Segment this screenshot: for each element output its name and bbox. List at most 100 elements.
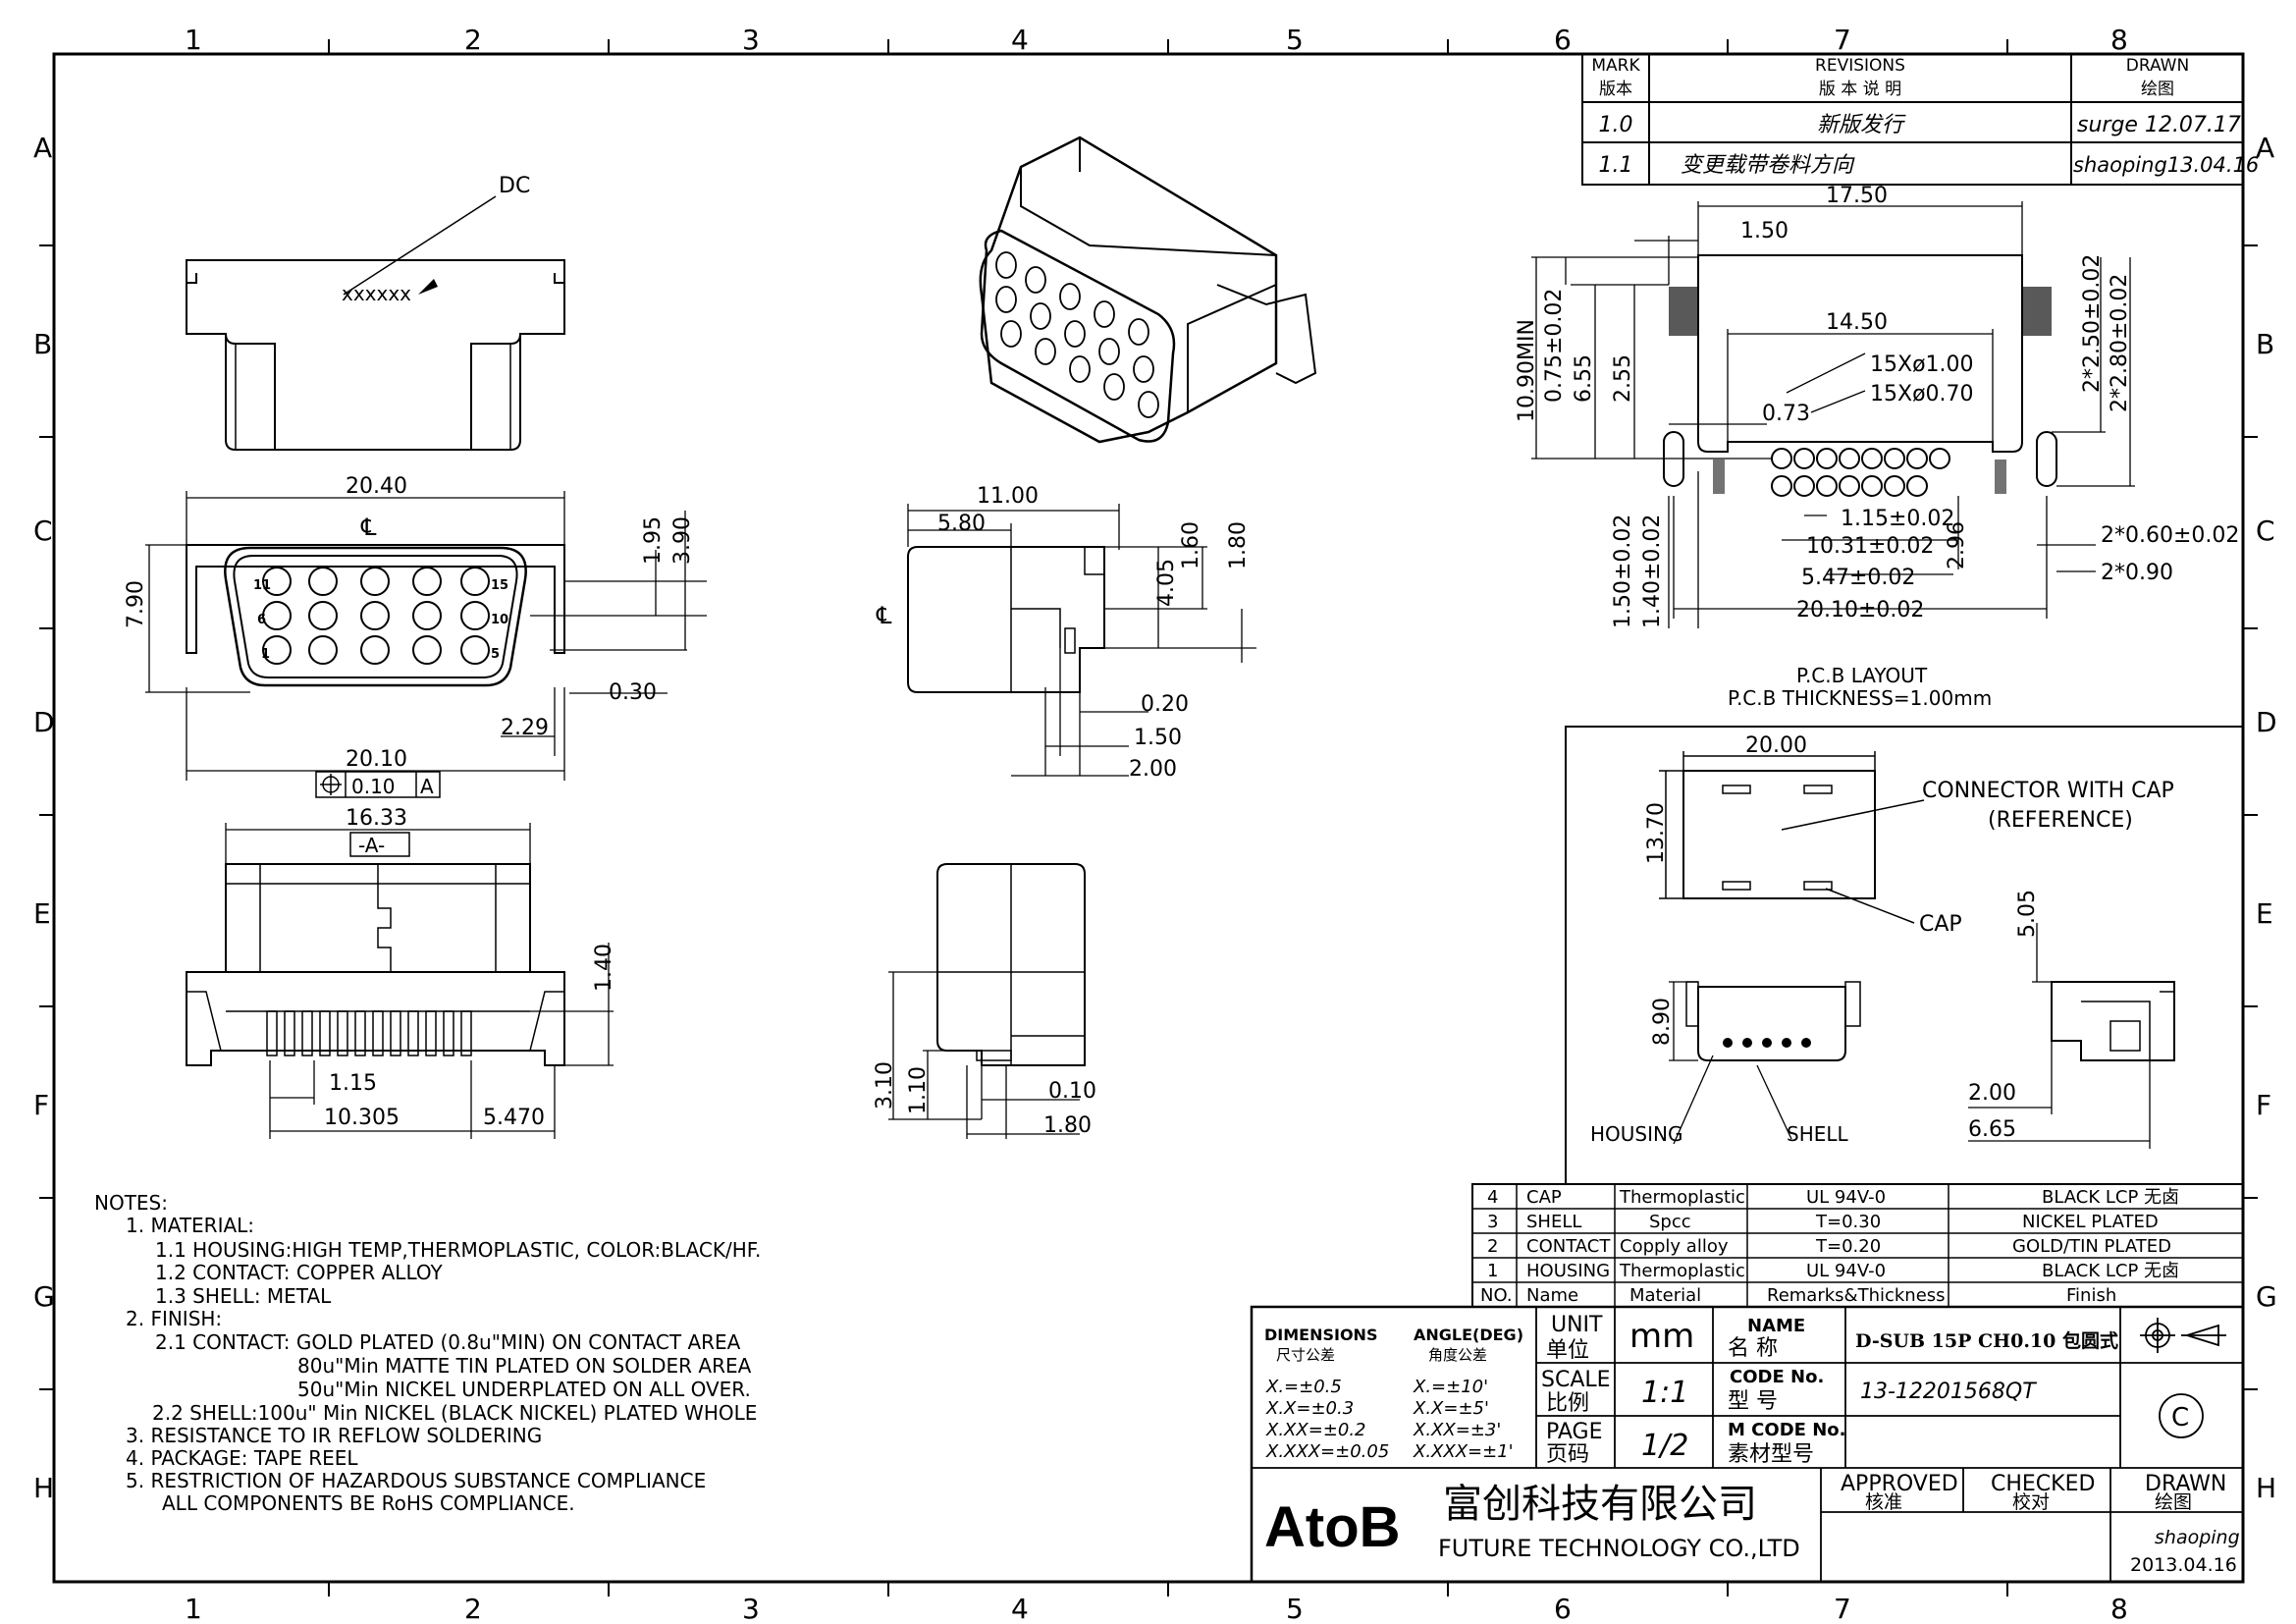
tb-mcode-cn: 素材型号: [1728, 1442, 1814, 1467]
tb-drawn-cn: 绘图: [2155, 1491, 2192, 1513]
dim-end-310: 3.10: [873, 1061, 897, 1110]
bom-no: 2: [1487, 1236, 1498, 1257]
bom-name: SHELL: [1526, 1212, 1581, 1232]
row-label: D: [33, 706, 55, 738]
dim-side-405: 4.05: [1154, 559, 1179, 607]
company-logo: AtoB: [1264, 1495, 1401, 1559]
pin-15-label: 15: [491, 578, 508, 593]
col-label: 8: [2110, 24, 2128, 56]
col-label: 7: [1834, 1593, 1851, 1624]
rev-header-mark-cn: 版本: [1599, 80, 1632, 99]
rev-row-drawn: surge 12.07.17: [2077, 113, 2241, 137]
row-label: H: [33, 1472, 54, 1504]
pin-5-label: 5: [491, 647, 500, 662]
pin-11-label: 11: [253, 578, 271, 593]
rev-header-mark: MARK: [1591, 56, 1640, 76]
date-code-mark: xxxxxx: [342, 282, 411, 305]
tb-tol: X.XX=±0.2: [1265, 1420, 1366, 1440]
row-label: G: [2256, 1280, 2277, 1313]
copyright-icon: C: [2159, 1393, 2204, 1438]
dim-end-110: 1.10: [906, 1066, 931, 1114]
col-label: 3: [742, 1593, 760, 1624]
row-label: D: [2256, 706, 2277, 738]
note-line: 50u"Min NICKEL UNDERPLATED ON ALL OVER.: [297, 1378, 751, 1401]
tb-name: NAME: [1747, 1316, 1805, 1336]
projection-symbol-icon: [2140, 1318, 2226, 1353]
pin-10-label: 10: [491, 613, 508, 627]
rev-header-revisions: REVISIONS: [1815, 56, 1905, 76]
tb-name-value: D-SUB 15P CH0.10 包圆式: [1855, 1329, 2118, 1352]
pcb-layout: 17.50 1.50 14.50 15Xø1.00 15Xø0.70 0.73 …: [1515, 184, 2239, 710]
dim-bottom-140: 1.40: [592, 944, 616, 992]
row-label: E: [33, 897, 51, 930]
tb-ang: X.X=±5': [1413, 1398, 1489, 1419]
tb-approved-cn: 核准: [1865, 1491, 1902, 1513]
connector-with-cap-label: CONNECTOR WITH CAP: [1922, 779, 2174, 803]
svg-text:C: C: [2171, 1403, 2189, 1433]
pin-holes: [262, 567, 490, 665]
dim-front-height: 7.90: [124, 580, 148, 628]
col-label: 6: [1554, 1593, 1572, 1624]
tb-unit: UNIT: [1551, 1313, 1603, 1337]
dim-pcb-090: 2*0.90: [2101, 561, 2173, 585]
bom-table: 4 CAP Thermoplastic UL 94V-0 BLACK LCP 无…: [1471, 1183, 2244, 1308]
dim-pcb-1031: 10.31±0.02: [1806, 534, 1934, 559]
tb-drawn-by: shaoping: [2155, 1527, 2240, 1548]
dim-front-195: 1.95: [641, 516, 666, 565]
bom-no: 1: [1487, 1261, 1498, 1281]
tolerance-value: 0.10: [351, 775, 396, 798]
tb-page-value: 1/2: [1641, 1429, 1688, 1463]
note-line: 3. RESISTANCE TO IR REFLOW SOLDERING: [126, 1424, 542, 1447]
tb-checked: CHECKED: [1991, 1472, 2095, 1496]
tb-name-cn: 名 称: [1728, 1336, 1778, 1361]
row-label: E: [2256, 897, 2273, 930]
dim-pcb-280: 2*2.80±0.02: [2108, 274, 2132, 412]
title-block: DIMENSIONS 尺寸公差 ANGLE(DEG) 角度公差 X.=±0.5 …: [1250, 1305, 2245, 1584]
dim-pcb-holes-100: 15Xø1.00: [1870, 352, 1974, 377]
bom-no: 3: [1487, 1212, 1498, 1232]
dim-pcb-296: 2.96: [1945, 521, 1969, 569]
col-label: 1: [185, 1593, 202, 1624]
col-label: 4: [1011, 24, 1029, 56]
tb-page: PAGE: [1546, 1420, 1602, 1444]
row-label: F: [33, 1089, 49, 1121]
dim-pcb-255: 2.55: [1611, 354, 1635, 403]
bom-material: Copply alloy: [1620, 1236, 1729, 1257]
dim-cap-505: 5.05: [2015, 890, 2040, 938]
dim-pcb-holes-070: 15Xø0.70: [1870, 382, 1974, 406]
dim-pcb-655: 6.55: [1572, 354, 1596, 403]
dim-side-150: 1.50: [1134, 726, 1182, 750]
dim-cap-665: 6.65: [1968, 1117, 2016, 1142]
bom-remarks: T=0.20: [1815, 1236, 1881, 1257]
rev-header-drawn-cn: 绘图: [2141, 80, 2174, 99]
col-label: 5: [1286, 1593, 1304, 1624]
tb-tol: X.XXX=±0.05: [1265, 1441, 1389, 1462]
bom-finish: NICKEL PLATED: [2022, 1212, 2159, 1232]
row-label: H: [2256, 1472, 2276, 1504]
row-label: B: [33, 328, 52, 360]
bom-header-no: NO.: [1480, 1285, 1513, 1306]
rev-header-drawn: DRAWN: [2126, 56, 2189, 76]
notes-title: NOTES:: [94, 1191, 168, 1215]
dim-pcb-1750: 17.50: [1826, 184, 1888, 208]
dim-pcb-060: 2*0.60±0.02: [2101, 523, 2239, 548]
bom-name: CAP: [1526, 1187, 1562, 1208]
bom-finish: BLACK LCP 无卤: [2042, 1187, 2179, 1208]
dim-front-229: 2.29: [501, 716, 549, 740]
tolerance-datum: A: [420, 775, 434, 798]
tb-approved: APPROVED: [1841, 1472, 1958, 1496]
dim-side-160: 1.60: [1179, 521, 1203, 569]
dim-front-030: 0.30: [609, 680, 657, 705]
pin-1-label: 1: [261, 647, 270, 662]
dim-side-1100: 11.00: [977, 484, 1039, 509]
row-label: F: [2256, 1089, 2271, 1121]
dim-pcb-250: 2*2.50±0.02: [2080, 254, 2105, 393]
note-line: 5. RESTRICTION OF HAZARDOUS SUBSTANCE CO…: [126, 1469, 706, 1492]
row-label: G: [33, 1280, 55, 1313]
pin-6-label: 6: [257, 613, 266, 627]
tb-dimensions-cn: 尺寸公差: [1276, 1346, 1335, 1364]
bottom-view: 16.33 -A- 1.40 1.15 10.305 5.470: [186, 806, 616, 1139]
dim-pcb-115: 1.15±0.02: [1841, 507, 1954, 531]
row-label: A: [2256, 132, 2274, 164]
dim-side-200: 2.00: [1129, 757, 1177, 782]
